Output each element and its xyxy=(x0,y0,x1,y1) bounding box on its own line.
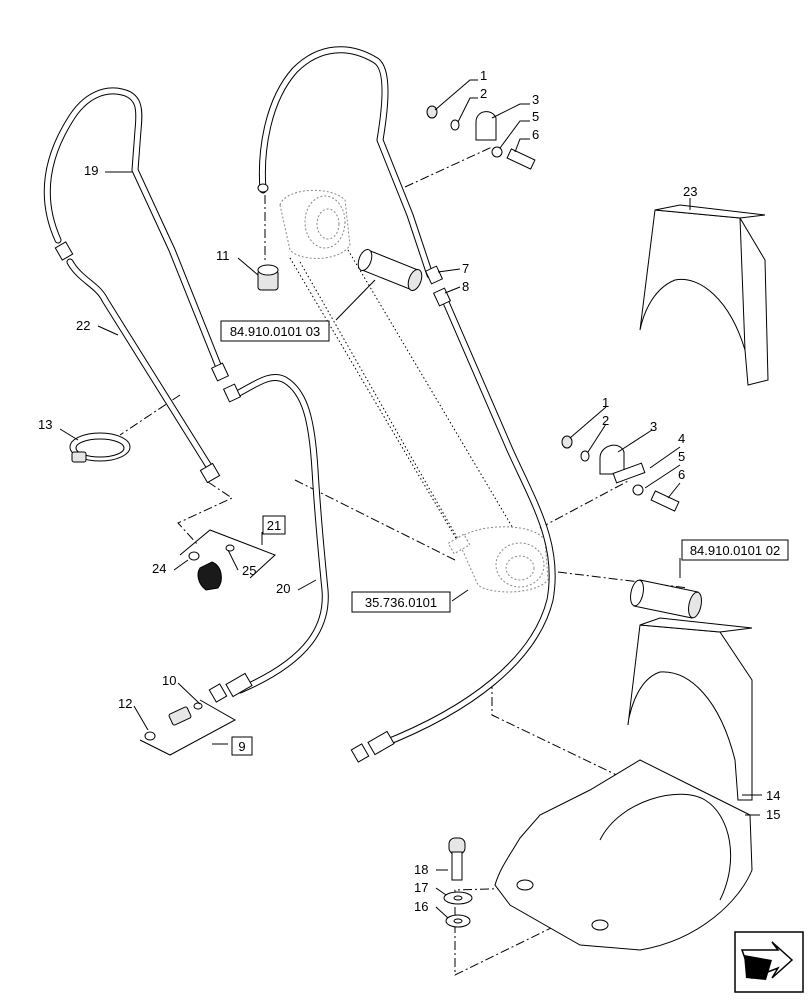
next-page-arrow-icon[interactable] xyxy=(734,931,804,993)
reference-box-84-910-0101-02[interactable]: 84.910.0101 02 xyxy=(681,539,789,561)
callout-3: 3 xyxy=(532,92,539,107)
callout-7: 7 xyxy=(462,261,469,276)
guard-14 xyxy=(627,617,753,801)
callout-20: 20 xyxy=(276,581,290,596)
plug-24 xyxy=(188,544,235,591)
callout-1: 1 xyxy=(480,68,487,83)
reference-box-35-736-0101[interactable]: 35.736.0101 xyxy=(351,591,451,613)
callout-8: 8 xyxy=(462,279,469,294)
callout-2b: 2 xyxy=(602,413,609,428)
reference-84-910-0101-02-label: 84.910.0101 02 xyxy=(690,543,780,558)
callout-labels: 1 2 3 5 6 7 8 11 19 22 13 23 1 2 3 4 5 6… xyxy=(38,68,780,914)
callout-24: 24 xyxy=(152,561,166,576)
hose-19 xyxy=(43,87,224,374)
hose-top xyxy=(258,46,434,279)
boxed-callout-21[interactable]: 21 xyxy=(262,515,286,535)
hose-long xyxy=(376,296,556,749)
callout-11: 11 xyxy=(216,248,230,263)
callout-10: 10 xyxy=(162,673,176,688)
callout-23: 23 xyxy=(683,184,697,199)
callout-19: 19 xyxy=(84,163,98,178)
reference-35-736-0101-label: 35.736.0101 xyxy=(365,595,437,610)
callout-6b: 6 xyxy=(678,467,685,482)
hose-clamp-13 xyxy=(69,432,131,463)
hose-20 xyxy=(231,374,329,694)
callout-4: 4 xyxy=(678,431,685,446)
washer-16 xyxy=(445,914,471,928)
callout-13: 13 xyxy=(38,417,52,432)
hose-22 xyxy=(66,258,214,472)
callout-17: 17 xyxy=(414,880,428,895)
callout-5: 5 xyxy=(532,109,539,124)
callout-5b: 5 xyxy=(678,449,685,464)
callout-3b: 3 xyxy=(650,419,657,434)
guard-23 xyxy=(639,204,769,386)
reference-84-910-0101-03-label: 84.910.0101 03 xyxy=(230,324,320,339)
callout-16: 16 xyxy=(414,899,428,914)
reference-box-84-910-0101-03[interactable]: 84.910.0101 03 xyxy=(220,320,330,342)
callout-6: 6 xyxy=(532,127,539,142)
fitting-11 xyxy=(257,264,279,291)
callout-15: 15 xyxy=(766,807,780,822)
sleeve-02 xyxy=(630,579,702,619)
hydraulic-cylinder xyxy=(279,189,549,593)
bolt-kit-top xyxy=(426,105,536,170)
shield-15 xyxy=(494,759,753,951)
boxed-callout-9[interactable]: 9 xyxy=(231,736,253,756)
washer-17 xyxy=(443,891,473,905)
adapter-10-12 xyxy=(144,702,203,741)
hose-fittings xyxy=(54,183,452,763)
leader-lines xyxy=(59,79,762,919)
boxed-callout-21-label: 21 xyxy=(267,518,281,533)
callout-1b: 1 xyxy=(602,395,609,410)
bolt-18 xyxy=(448,837,466,881)
callout-18: 18 xyxy=(414,862,428,877)
callout-25: 25 xyxy=(242,563,256,578)
callout-12: 12 xyxy=(118,696,132,711)
callout-2: 2 xyxy=(480,86,487,101)
boxed-callout-9-label: 9 xyxy=(238,739,245,754)
callout-22: 22 xyxy=(76,318,90,333)
callout-14: 14 xyxy=(766,788,780,803)
bolt-kit-mid xyxy=(561,435,680,512)
